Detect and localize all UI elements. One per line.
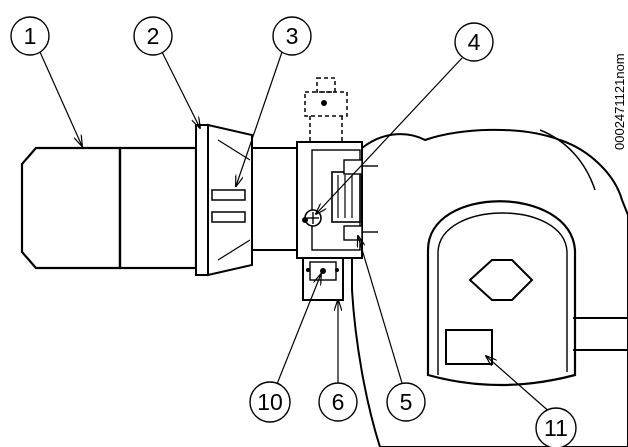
callout-circle (272, 16, 312, 56)
callout-circle (386, 382, 426, 422)
motor (20, 146, 198, 270)
callout-10: 10 (249, 381, 291, 423)
callout-circle (133, 16, 173, 56)
callout-label: 11 (544, 415, 568, 441)
callout-label: 10 (257, 389, 283, 415)
callout-circle (454, 22, 494, 62)
drawing-code: 0002471121nom (612, 53, 627, 150)
label-plate (445, 329, 493, 365)
callout-label: 2 (147, 23, 160, 49)
callout-5: 5 (386, 382, 426, 422)
callout-circle (249, 381, 291, 423)
alternate-position-dashed (304, 77, 348, 142)
callout-circle (10, 16, 50, 56)
callout-1: 1 (10, 16, 50, 56)
flange-cone (195, 123, 298, 277)
callout-6: 6 (318, 382, 358, 422)
lower-bracket (302, 257, 344, 301)
callout-label: 3 (286, 23, 299, 49)
callout-circle (535, 407, 577, 447)
callout-label: 5 (400, 389, 413, 415)
callout-leaders (39, 51, 553, 415)
callout-label: 4 (468, 29, 481, 55)
callout-3: 3 (272, 16, 312, 56)
callout-2: 2 (133, 16, 173, 56)
callout-circle (318, 382, 358, 422)
callout-11: 11 (535, 407, 577, 447)
callout-label: 1 (24, 23, 37, 49)
callout-label: 6 (332, 389, 345, 415)
callout-4: 4 (454, 22, 494, 62)
